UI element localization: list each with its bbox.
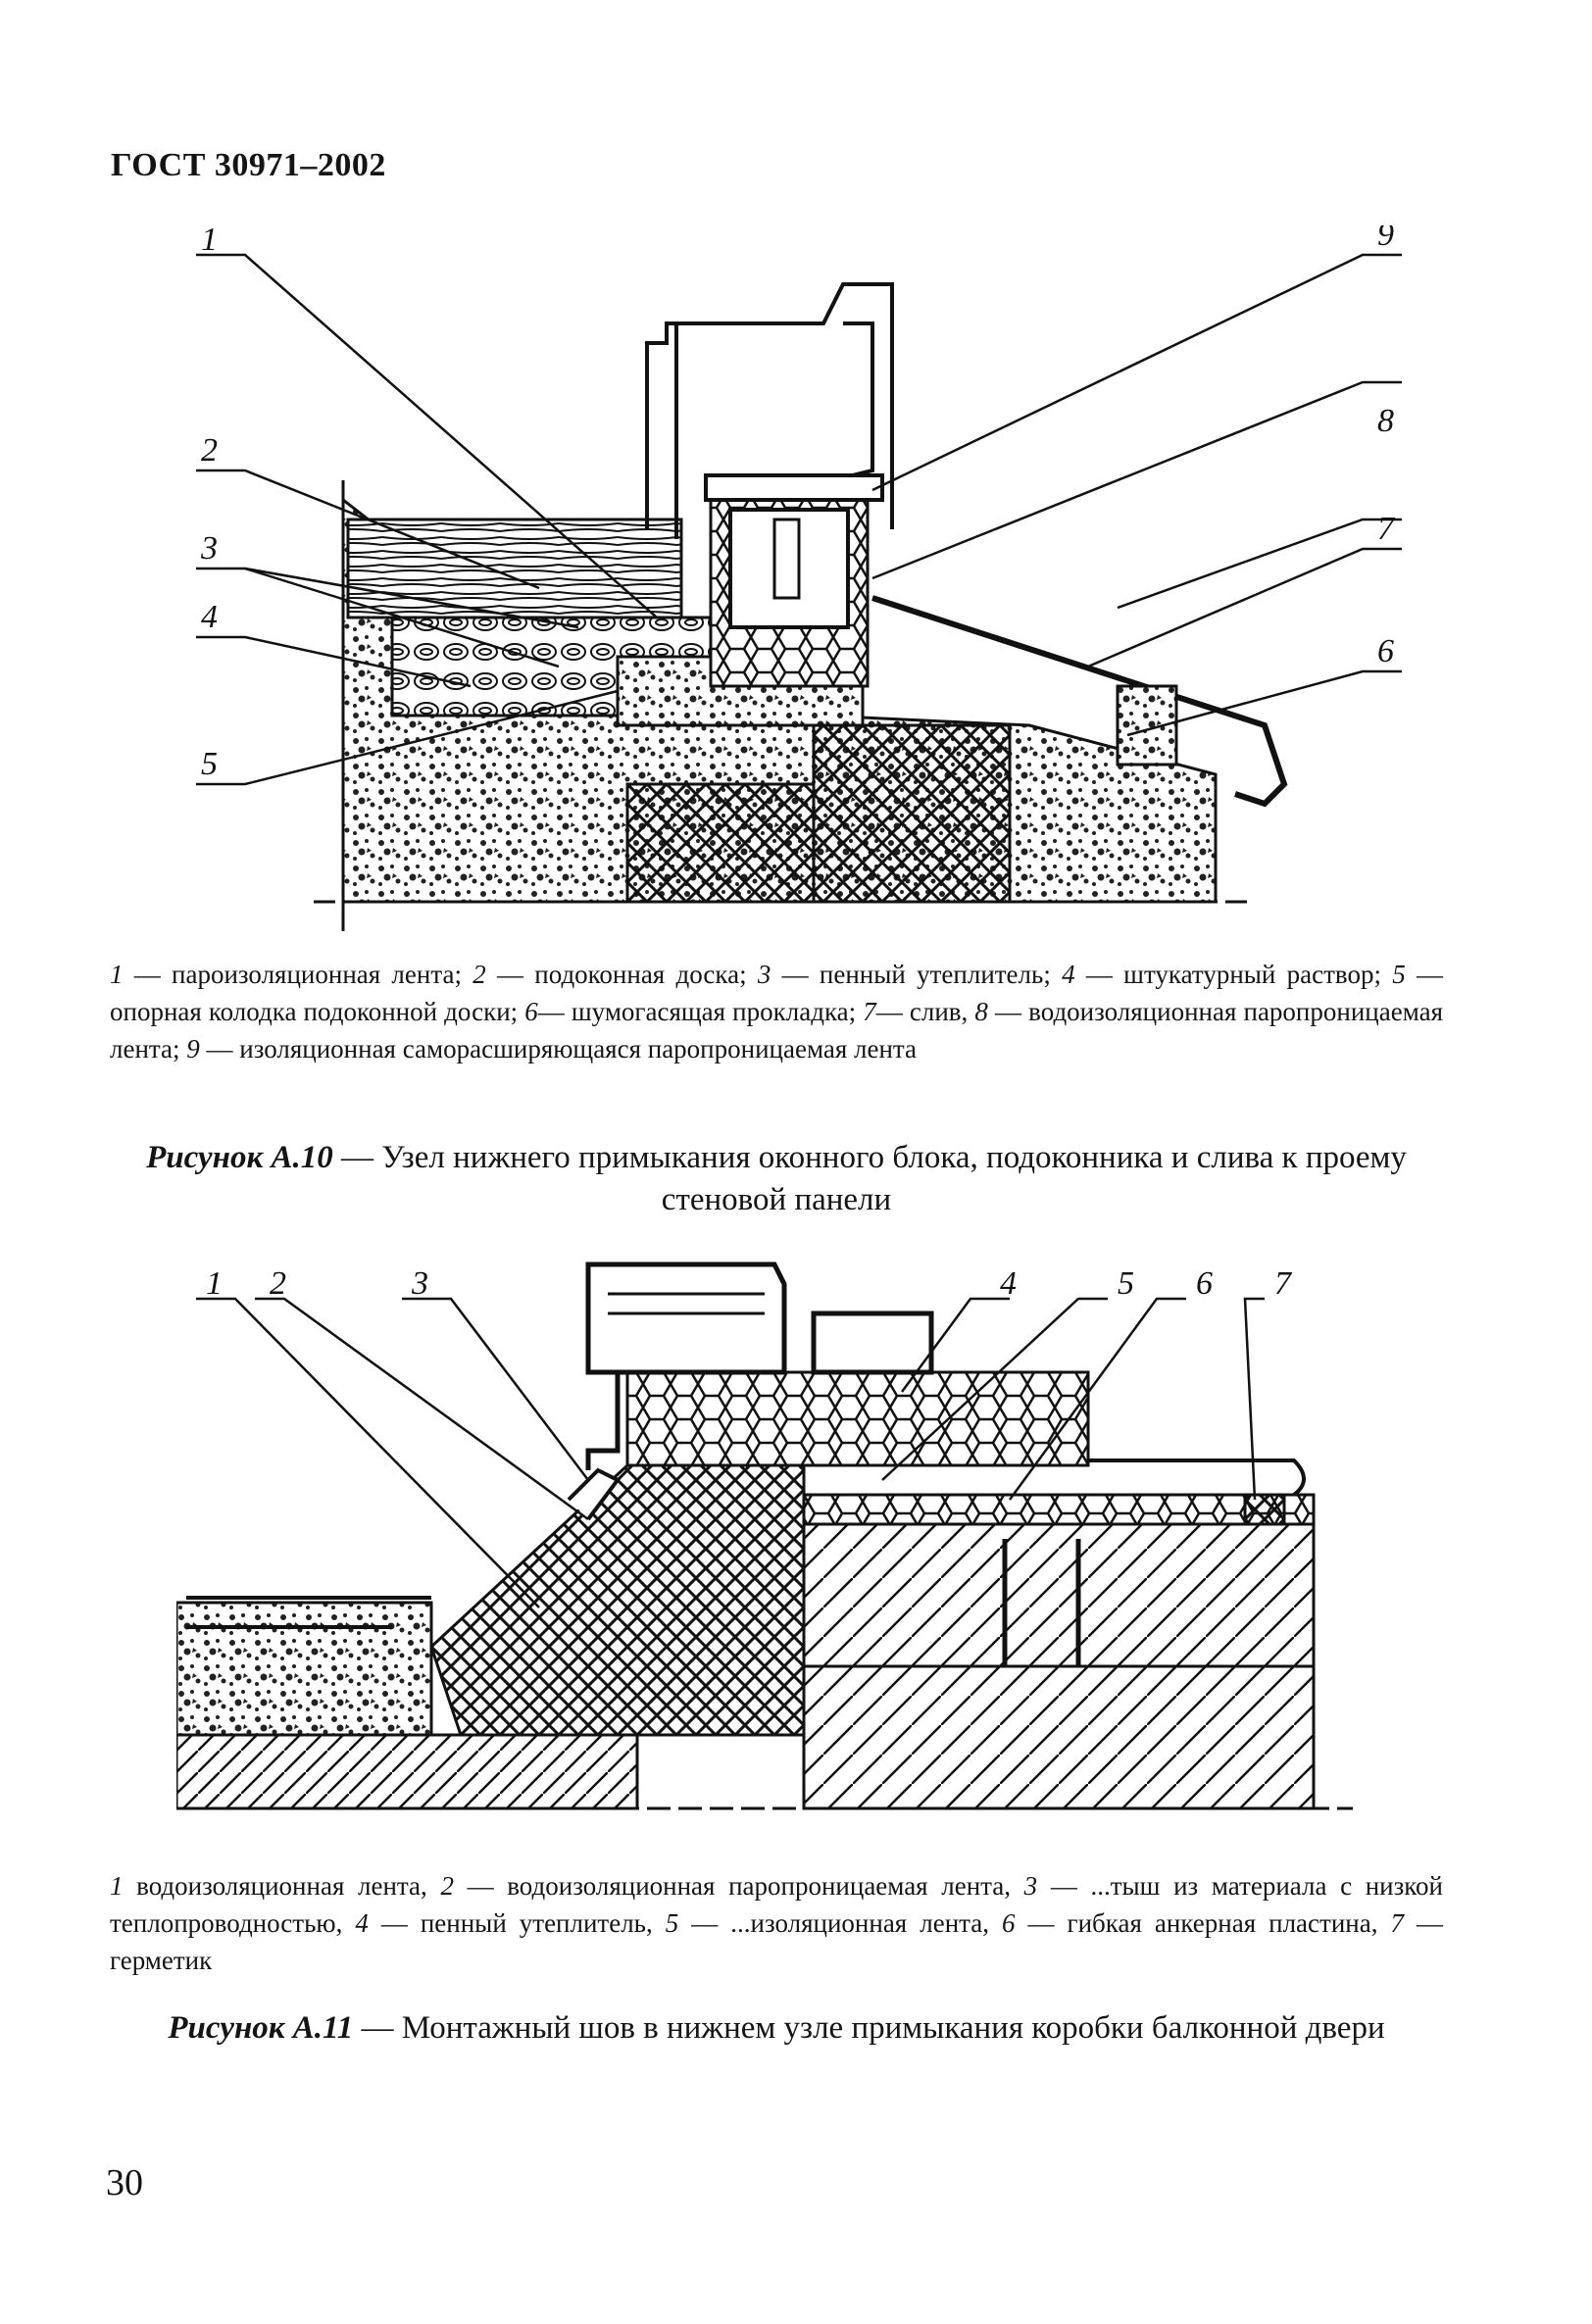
figure-a11-caption-label: Рисунок А.11	[168, 2010, 354, 2046]
a10-callout-2: 2	[201, 432, 218, 469]
a11-callout-3: 3	[411, 1265, 428, 1302]
a11-callout-7: 7	[1274, 1265, 1293, 1302]
figure-a10-caption: Рисунок А.10 — Узел нижнего примыкания о…	[110, 1137, 1443, 1221]
page-number: 30	[106, 2162, 143, 2203]
a10-callout-7: 7	[1377, 511, 1396, 547]
a11-callout-4: 4	[1000, 1265, 1017, 1302]
a10-callout-5: 5	[201, 746, 218, 782]
a11-callout-6: 6	[1196, 1265, 1213, 1302]
figure-a10-legend: 1 — пароизоляционная лента; 2 — подоконн…	[110, 960, 1444, 1063]
a11-callout-1: 1	[206, 1265, 223, 1302]
figure-a11-legend: 1 водоизоляционная лента, 2 — водоизоляц…	[110, 1871, 1443, 1975]
figure-a10-caption-text: — Узел нижнего примыкания оконного блока…	[332, 1140, 1407, 1217]
a10-callout-6: 6	[1377, 633, 1394, 669]
a10-callout-3: 3	[200, 530, 218, 567]
a10-callout-9: 9	[1377, 225, 1394, 253]
page-header-standard: ГОСТ 30971–2002	[111, 147, 386, 183]
a11-callout-5: 5	[1118, 1265, 1134, 1302]
figure-a10-caption-label: Рисунок А.10	[146, 1140, 333, 1175]
figure-a10-drawing: 1 2 3 4 5 6 7 8 9	[196, 225, 1402, 931]
figure-a11-caption: Рисунок А.11 — Монтажный шов в нижнем уз…	[110, 2007, 1443, 2050]
figure-a11-drawing: 1 2 3 4 5 6 7	[176, 1261, 1353, 1810]
figure-a11-caption-text: — Монтажный шов в нижнем узле примыкания…	[353, 2010, 1385, 2046]
a10-callout-8: 8	[1377, 403, 1394, 439]
a11-callout-2: 2	[270, 1265, 286, 1302]
a10-callout-1: 1	[201, 225, 218, 258]
a10-callout-4: 4	[201, 599, 218, 635]
